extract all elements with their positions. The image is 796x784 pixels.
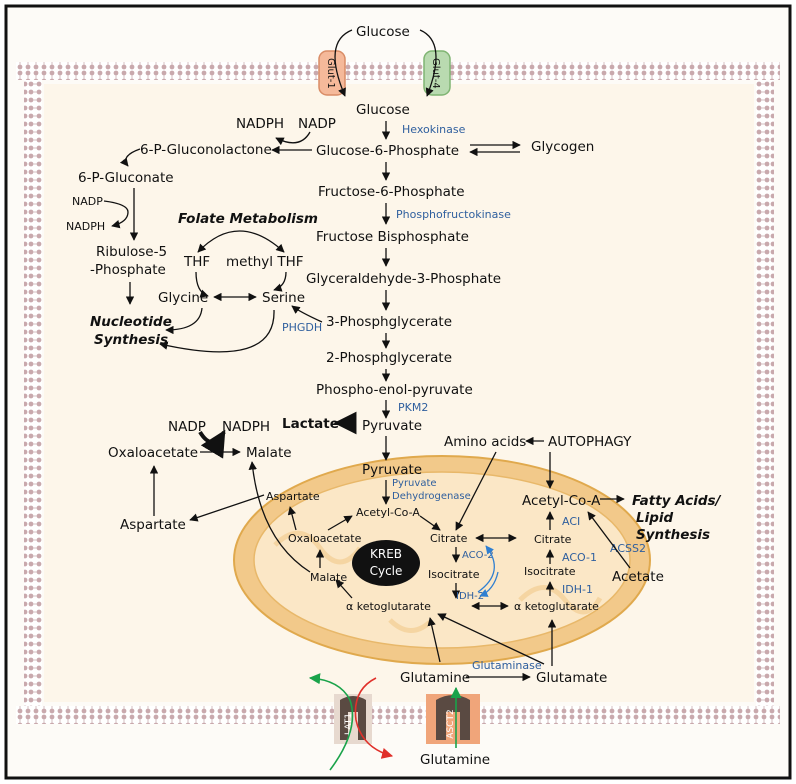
aco2-label: ACO-2 <box>462 550 494 561</box>
aci-label: ACI <box>562 515 580 528</box>
glutamine-intracellular: Glutamine <box>400 670 470 686</box>
glut1-label: Glut-1 <box>325 58 336 89</box>
malate-mito: Malate <box>310 571 347 584</box>
aspartate-mito: Aspartate <box>266 490 320 503</box>
phosphofructokinase-label: Phosphofructokinase <box>396 208 511 221</box>
fatty-acids-1: Fatty Acids/ <box>632 493 722 509</box>
folate-metabolism-title: Folate Metabolism <box>178 211 318 227</box>
idh2-label: IDH-2 <box>456 591 484 602</box>
phosphoenolpyruvate: Phospho-enol-pyruvate <box>316 382 473 398</box>
glutaminase-label: Glutaminase <box>472 659 542 672</box>
pyruvate-cytosol: Pyruvate <box>362 418 422 434</box>
cell-membrane <box>16 62 780 724</box>
nadp-mid: NADP <box>72 195 103 208</box>
glut4-label: Glut-4 <box>430 58 441 89</box>
6-p-gluconolactone: 6-P-Gluconolactone <box>140 142 272 158</box>
pdh-label-1: Pyruvate <box>392 478 437 489</box>
glucose-6-phosphate: Glucose-6-Phosphate <box>316 143 459 159</box>
oxaloacetate-cytosol: Oxaloacetate <box>108 445 198 461</box>
glutamine-extracellular: Glutamine <box>420 752 490 768</box>
isocitrate-cytosol: Isocitrate <box>524 565 576 578</box>
malate-cytosol: Malate <box>246 445 292 461</box>
glutamate: Glutamate <box>536 670 607 686</box>
glucose-intracellular: Glucose <box>356 102 410 118</box>
hexokinase-label: Hexokinase <box>402 123 466 136</box>
akg-mito: α ketoglutarate <box>346 600 431 613</box>
pyruvate-mito: Pyruvate <box>362 462 422 478</box>
pdh-label-2: Dehydrogenase <box>392 491 471 502</box>
acetyl-coa-cytosol: Acetyl-Co-A <box>522 493 601 509</box>
amino-acids: Amino acids <box>444 434 526 450</box>
glut1-transporter: Glut-1 <box>318 50 346 96</box>
citrate-mito: Citrate <box>430 532 468 545</box>
nadp-nadph-arrow <box>198 429 226 459</box>
nadph-top: NADPH <box>236 116 284 132</box>
nucleotide-synthesis-1: Nucleotide <box>90 314 172 330</box>
fructose-bisphosphate: Fructose Bisphosphate <box>316 229 469 245</box>
fatty-acids-2: Lipid <box>636 510 674 526</box>
glycine: Glycine <box>158 290 208 306</box>
ribulose-5-phosphate-2: -Phosphate <box>90 262 166 278</box>
methyl-thf: methyl THF <box>226 254 304 270</box>
nadp-cytosol: NADP <box>168 419 206 435</box>
acss2-label: ACSS2 <box>610 542 646 555</box>
fructose-6-phosphate: Fructose-6-Phosphate <box>318 184 465 200</box>
lat1-label: LAT1 <box>344 713 354 735</box>
glut4-transporter: Glut-4 <box>423 50 451 96</box>
lat1-green-arrow <box>308 673 354 771</box>
idh1-label: IDH-1 <box>562 583 593 596</box>
acetate: Acetate <box>612 569 664 585</box>
3-phosphoglycerate: 3-Phosphglycerate <box>326 314 452 330</box>
lactate: Lactate <box>282 416 339 432</box>
phgdh-label: PHGDH <box>282 321 322 334</box>
oxaloacetate-mito: Oxaloacetate <box>288 532 362 545</box>
kreb-cycle-badge <box>352 540 420 586</box>
6-p-gluconate: 6-P-Gluconate <box>78 170 174 186</box>
nadp-top: NADP <box>298 116 336 132</box>
isocitrate-mito: Isocitrate <box>428 568 480 581</box>
nucleotide-synthesis-2: Synthesis <box>94 332 168 348</box>
glucose-extracellular: Glucose <box>356 24 410 40</box>
glyceraldehyde-3-phosphate: Glyceraldehyde-3-Phosphate <box>306 271 501 287</box>
asct2-label: ASCT2 <box>446 709 456 738</box>
acetyl-coa-mito: Acetyl-Co-A <box>356 506 420 519</box>
citrate-cytosol: Citrate <box>534 533 572 546</box>
lat1-red-arrow <box>354 677 394 759</box>
serine: Serine <box>262 290 305 306</box>
thf: THF <box>183 254 210 270</box>
kreb-label-2: Cycle <box>370 564 403 578</box>
2-phosphoglycerate: 2-Phosphglycerate <box>326 350 452 366</box>
kreb-label-1: KREB <box>370 547 402 561</box>
nadph-mid: NADPH <box>66 220 105 233</box>
glycogen: Glycogen <box>531 139 594 155</box>
autophagy: AUTOPHAGY <box>548 434 632 450</box>
akg-cytosol: α ketoglutarate <box>514 600 599 613</box>
ribulose-5-phosphate-1: Ribulose-5 <box>96 244 167 260</box>
pkm2-label: PKM2 <box>398 401 428 414</box>
asct2-transporter: ASCT2 <box>426 694 480 744</box>
aspartate-cytosol: Aspartate <box>120 517 186 533</box>
fatty-acids-3: Synthesis <box>636 527 710 543</box>
nadph-cytosol: NADPH <box>222 419 270 435</box>
aco1-label: ACO-1 <box>562 551 597 564</box>
